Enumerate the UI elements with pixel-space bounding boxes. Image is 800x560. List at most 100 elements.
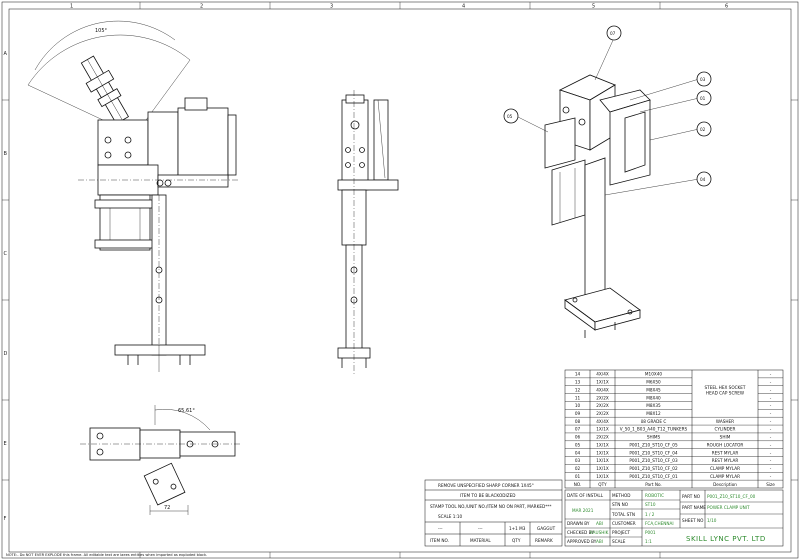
bom-size-13: - — [770, 380, 772, 385]
bom-part-14: M10X40 — [645, 372, 662, 377]
bom-desc-05: ROUGH LOCATOR — [707, 442, 744, 447]
balloon-05: 05 — [507, 114, 513, 119]
bom-part-08: ô8 GRADE C — [641, 419, 667, 424]
top-view: 65.61° 72 — [80, 405, 240, 515]
scale-value: 1:1 — [645, 539, 652, 544]
title-block: REMOVE UNSPECIFIED SHARP CORNER 1X45° IT… — [424, 479, 784, 547]
approved-label: APPROVED BY — [567, 539, 597, 544]
bom-part-01: P001_Z10_ST10_CF_01 — [629, 474, 678, 479]
bom-desc-04: REST MYLAR — [712, 450, 739, 455]
bom-part-03: P001_Z10_ST10_CF_03 — [629, 458, 678, 463]
bom-size-02: - — [770, 466, 772, 471]
zone-f: F — [4, 516, 7, 522]
bom-item-14: 14 — [575, 372, 581, 377]
zone-e: E — [4, 441, 7, 447]
partname-label: PART NAME — [682, 505, 706, 510]
swing-arc — [27, 34, 191, 136]
bom-header-item: NO. — [574, 482, 582, 487]
bom-desc-06: SHIM — [720, 435, 731, 440]
bom-part-09: M8X12 — [646, 411, 661, 416]
bom-header-qty: QTY — [598, 482, 607, 487]
width-dim: 72 — [164, 505, 170, 511]
isometric-view — [544, 74, 651, 338]
method-value: ROBOTIC — [645, 493, 664, 498]
zone-2: 2 — [200, 4, 203, 10]
bom-merged-desc-2: HEAD CAP SCREW — [706, 390, 744, 395]
approved-value: ABI — [596, 539, 603, 544]
bom-header-size: Size — [766, 482, 775, 487]
project-value: P001 — [645, 530, 656, 535]
bom-qty-10: 2X/2X — [596, 403, 609, 408]
bom-item-10: 10 — [575, 403, 581, 408]
bom-item-04: 04 — [575, 450, 581, 455]
zone-b: B — [4, 151, 8, 157]
bom-desc-07: CYLINDER — [715, 427, 736, 432]
checked-label: CHECKED BY — [567, 530, 594, 535]
note-blackodized: ITEM TO BE BLACKODIZED — [460, 493, 515, 498]
zone-1: 1 — [70, 4, 73, 10]
bom-part-10: M8X35 — [646, 403, 661, 408]
bom-qty-06: 2X/2X — [596, 435, 609, 440]
tb-dashes-2: --- — [478, 526, 483, 531]
bom-size-01: - — [770, 474, 772, 479]
bom-item-13: 13 — [575, 380, 581, 385]
bom-part-06: SHIMS — [647, 435, 661, 440]
bom-qty-01: 1X/1X — [596, 474, 609, 479]
bom-item-07: 07 — [575, 427, 581, 432]
note-stamp: STAMP TOOL NO./UNIT NO./ITEM NO ON PART,… — [430, 504, 552, 509]
zone-a: A — [4, 51, 8, 57]
bom-desc-08: WASHER — [716, 419, 734, 424]
bom-item-05: 05 — [575, 442, 581, 447]
balloon-02: 02 — [700, 127, 706, 132]
bom-size-12: - — [770, 387, 772, 392]
bom-item-02: 02 — [575, 466, 581, 471]
balloon-03: 03 — [700, 77, 706, 82]
drawn-label: DRAWN BY — [567, 521, 590, 526]
bom-item-11: 11 — [575, 395, 581, 400]
front-view: 105° — [27, 20, 240, 372]
sheet-value: 1/10 — [707, 518, 717, 523]
bom-size-14: - — [770, 372, 772, 377]
bom-size-04: - — [770, 450, 772, 455]
stn-label: STN NO — [612, 502, 629, 507]
scale-label: SCALE — [612, 539, 626, 544]
bom-size-05: - — [770, 442, 772, 447]
stn-value: ST10 — [645, 502, 656, 507]
bom-desc-01: CLAMP MYLAR — [710, 474, 740, 479]
bom-part-11: M8X40 — [646, 395, 661, 400]
bom-part-02: P001_Z10_ST10_CF_02 — [629, 466, 678, 471]
method-label: METHOD — [612, 493, 631, 498]
drawn-value: ABI — [596, 521, 603, 526]
bom-size-06: - — [770, 435, 772, 440]
bom-size-10: - — [770, 403, 772, 408]
total-stn-value: 1 / 2 — [645, 512, 655, 517]
bom-qty-04: 1X/1X — [596, 450, 609, 455]
bom-qty-13: 1X/1X — [596, 380, 609, 385]
balloon-01: 01 — [700, 96, 706, 101]
bom-item-09: 09 — [575, 411, 581, 416]
bom-part-05: P001_Z10_ST10_CF_05 — [629, 442, 678, 447]
zone-labels-side: A B C D E F — [2, 51, 798, 522]
partname-value: POWER CLAMP UNIT — [707, 505, 750, 510]
date-value: MAR 2021 — [572, 508, 594, 513]
project-label: PROJECT — [612, 530, 631, 535]
customer-value: FCA,CHENNAI — [645, 521, 674, 526]
bom-qty-08: 4X/4X — [596, 419, 609, 424]
zone-5: 5 — [592, 4, 595, 10]
zone-3: 3 — [330, 4, 333, 10]
bom-size-03: - — [770, 458, 772, 463]
bom-qty-02: 1X/1X — [596, 466, 609, 471]
swing-arm — [80, 55, 130, 125]
bom-part-13: M6X50 — [646, 380, 661, 385]
tb-dashes-1: --- — [438, 526, 443, 531]
tb-gaugut: GAGGUT — [537, 526, 556, 531]
tb-qty-value: 1+1 M3 — [509, 526, 526, 531]
bom-part-12: M8X45 — [646, 387, 661, 392]
bom-qty-09: 2X/2X — [596, 411, 609, 416]
sheet-label: SHEET NO — [682, 518, 704, 523]
base-angle-dim: 65.61° — [178, 408, 195, 414]
bom-qty-07: 1X/1X — [596, 427, 609, 432]
bom-qty-05: 1X/1X — [596, 442, 609, 447]
note-chamfer: REMOVE UNSPECIFIED SHARP CORNER 1X45° — [438, 483, 534, 488]
